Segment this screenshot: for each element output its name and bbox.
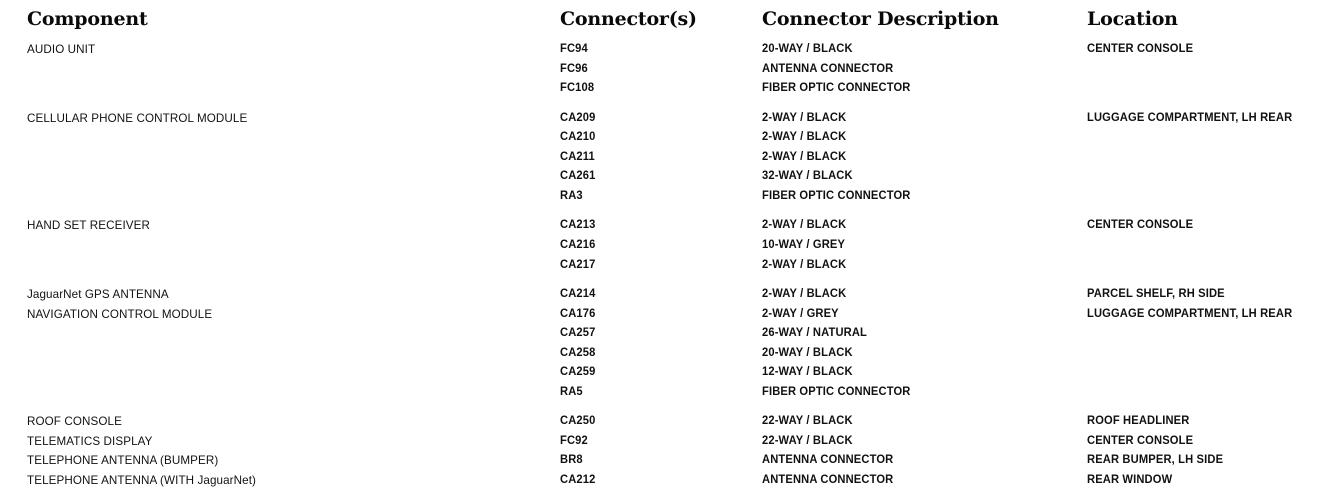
cell-description: 2-WAY / BLACK (762, 287, 847, 300)
cell-connector: FC92 (560, 434, 588, 447)
cell-connector: RA5 (560, 385, 583, 398)
cell-location: REAR WINDOW (1087, 474, 1173, 487)
cell-connector: CA176 (560, 307, 596, 320)
table-row: TELEPHONE ANTENNA (WITH JaguarNet) CA212 A… (0, 471, 1344, 491)
table-row: CA258 20-WAY / BLACK (0, 344, 1344, 364)
table-row: CA259 12-WAY / BLACK (0, 363, 1344, 383)
table-row: NAVIGATION CONTROL MODULE CA176 2-WAY / GR… (0, 305, 1344, 325)
cell-location: REAR BUMPER, LH SIDE (1087, 454, 1224, 467)
cell-component: TELEMATICS DISPLAY (27, 433, 153, 448)
cell-description: 32-WAY / BLACK (762, 170, 853, 183)
cell-connector: CA213 (560, 219, 596, 232)
cell-connector: CA211 (560, 150, 595, 163)
cell-description: 2-WAY / BLACK (762, 111, 847, 124)
cell-location: LUGGAGE COMPARTMENT, LH REAR (1087, 307, 1293, 320)
cell-description: 22-WAY / BLACK (762, 415, 853, 428)
table-row: CA210 2-WAY / BLACK (0, 128, 1344, 148)
cell-description: ANTENNA CONNECTOR (762, 474, 894, 487)
cell-description: 2-WAY / BLACK (762, 150, 847, 163)
cell-description: 26-WAY / NATURAL (762, 327, 868, 340)
cell-connector: CA258 (560, 346, 596, 359)
cell-connector: CA257 (560, 327, 596, 340)
cell-component: NAVIGATION CONTROL MODULE (27, 306, 213, 321)
cell-location: CENTER CONSOLE (1087, 43, 1194, 55)
cell-connector: FC94 (560, 43, 588, 55)
cell-description: ANTENNA CONNECTOR (762, 454, 894, 467)
table-row: FC96 ANTENNA CONNECTOR (0, 60, 1344, 80)
cell-component: ROOF CONSOLE (27, 414, 122, 429)
table-row: TELEPHONE ANTENNA (BUMPER) BR8 ANTENNA CON… (0, 451, 1344, 471)
table-row: CA216 10-WAY / GREY (0, 236, 1344, 256)
cell-description: 12-WAY / BLACK (762, 366, 853, 379)
cell-location: PARCEL SHELF, RH SIDE (1087, 287, 1225, 300)
cell-connector: CA210 (560, 131, 596, 144)
cell-connector: CA259 (560, 366, 596, 379)
cell-connector: CA217 (560, 258, 596, 271)
cell-connector: CA261 (560, 170, 596, 183)
table-row: JaguarNet GPS ANTENNA CA214 2-WAY / BLACK P… (0, 275, 1344, 304)
table-row: RA5 FIBER OPTIC CONNECTOR (0, 383, 1344, 403)
cell-connector: CA209 (560, 111, 596, 124)
table-row: HAND SET RECEIVER CA213 2-WAY / BLACK CENTE… (0, 207, 1344, 236)
cell-location: ROOF HEADLINER (1087, 415, 1190, 428)
cell-connector: CA212 (560, 474, 596, 487)
cell-description: 2-WAY / BLACK (762, 131, 847, 144)
cell-component: HAND SET RECEIVER (27, 218, 151, 233)
cell-description: FIBER OPTIC CONNECTOR (762, 189, 911, 202)
table-row: TELEMATICS DISPLAY FC92 22-WAY / BLACK CENT… (0, 432, 1344, 452)
cell-component: TELEPHONE ANTENNA (BUMPER) (27, 453, 219, 468)
cell-location: LUGGAGE COMPARTMENT, LH REAR (1087, 111, 1293, 124)
column-header-description: Connector Description (762, 8, 999, 30)
table-row: RA3 FIBER OPTIC CONNECTOR (0, 187, 1344, 207)
cell-connector: BR8 (560, 454, 583, 467)
cell-location: CENTER CONSOLE (1087, 219, 1194, 232)
cell-description: FIBER OPTIC CONNECTOR (762, 385, 911, 398)
column-header-connector: Connector(s) (560, 8, 697, 30)
cell-connector: FC96 (560, 62, 588, 75)
cell-component: AUDIO UNIT (27, 42, 96, 56)
table-row: CELLULAR PHONE CONTROL MODULE CA209 2-WAY … (0, 99, 1344, 128)
table-row: AUDIO UNIT FC94 20-WAY / BLACK CENTER CONSO… (0, 40, 1344, 60)
cell-description: 20-WAY / BLACK (762, 346, 853, 359)
cell-connector: FC108 (560, 82, 595, 95)
table-row: ROOF CONSOLE CA250 22-WAY / BLACK ROOF HEAD… (0, 402, 1344, 431)
table-row: FC108 FIBER OPTIC CONNECTOR (0, 79, 1344, 99)
column-header-component: Component (27, 8, 148, 30)
cell-connector: CA214 (560, 287, 596, 300)
table-body: AUDIO UNIT FC94 20-WAY / BLACK CENTER CONSO… (0, 40, 1344, 491)
table-row: CA261 32-WAY / BLACK (0, 167, 1344, 187)
cell-location: CENTER CONSOLE (1087, 434, 1194, 447)
cell-description: FIBER OPTIC CONNECTOR (762, 82, 911, 95)
cell-description: 22-WAY / BLACK (762, 434, 853, 447)
cell-component: CELLULAR PHONE CONTROL MODULE (27, 110, 248, 125)
table-row: CA217 2-WAY / BLACK (0, 256, 1344, 276)
cell-description: 10-WAY / GREY (762, 238, 846, 251)
column-header-location: Location (1087, 8, 1178, 30)
cell-description: 20-WAY / BLACK (762, 43, 853, 55)
table-row: CA211 2-WAY / BLACK (0, 148, 1344, 168)
table-row: CA257 26-WAY / NATURAL (0, 324, 1344, 344)
cell-description: 2-WAY / BLACK (762, 219, 847, 232)
cell-connector: CA216 (560, 238, 596, 251)
cell-connector: CA250 (560, 415, 596, 428)
cell-connector: RA3 (560, 189, 583, 202)
cell-description: ANTENNA CONNECTOR (762, 62, 894, 75)
cell-description: 2-WAY / GREY (762, 307, 839, 320)
cell-description: 2-WAY / BLACK (762, 258, 847, 271)
cell-component: TELEPHONE ANTENNA (WITH JaguarNet) (27, 473, 257, 488)
cell-component: JaguarNet GPS ANTENNA (27, 286, 169, 301)
